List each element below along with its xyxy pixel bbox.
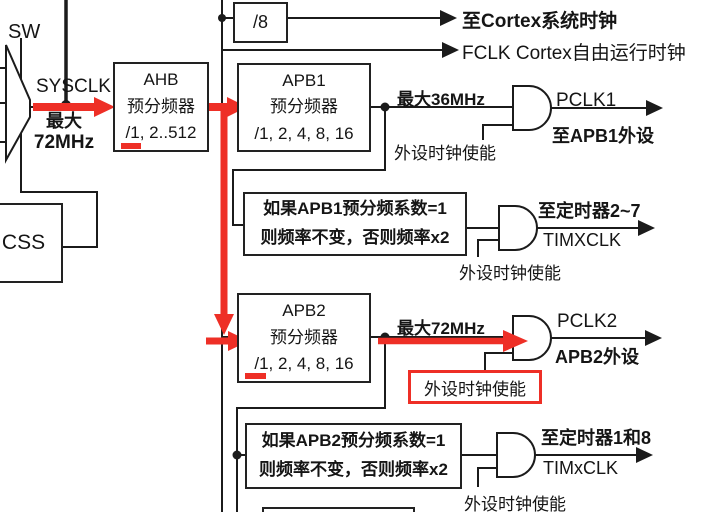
timxclk-upper-enable-line <box>477 239 499 257</box>
pclk2-enable-line <box>484 352 513 371</box>
apb1-note-box: 如果APB1预分频系数=1 则频率不变，否则频率x2 <box>243 192 467 256</box>
apb1-range: /1, 2, 4, 8, 16 <box>254 123 354 143</box>
red-underline-apb2-div1 <box>245 373 266 379</box>
pclk1-enable-line <box>482 124 513 140</box>
div8-label: /8 <box>252 11 268 32</box>
and-gate-timxclk-upper <box>498 205 538 251</box>
apb1-prescaler-box: APB1 预分频器 /1, 2, 4, 8, 16 <box>237 63 371 152</box>
clock-mux-shape <box>5 44 31 164</box>
red-arrow-sysclk-head <box>94 97 115 117</box>
pclk1-label: PCLK1 <box>556 90 617 111</box>
red-highlight-frame: 外设时钟使能 <box>408 370 542 404</box>
apb1-title: APB1 <box>282 70 326 90</box>
partial-bottom-box <box>262 507 415 512</box>
arrowhead-fclk <box>442 42 459 58</box>
ahb-range: /1, 2..512 <box>125 123 197 143</box>
sysclk-label: SYSCLK <box>36 76 111 97</box>
to-apb1-peripherals-label: 至APB1外设 <box>552 126 655 146</box>
css-label: CSS <box>1 230 46 254</box>
apb2-peripheral-enable-label: 外设时钟使能 <box>424 379 526 399</box>
ahb-title: AHB <box>143 70 179 90</box>
apb2-title: APB2 <box>282 301 326 321</box>
and-gates <box>496 85 552 478</box>
apb2-note-feed-line <box>236 337 386 512</box>
apb2-note-box: 如果APB2预分频系数=1 则频率不变，否则频率x2 <box>245 423 462 489</box>
ahb-prescaler-box: AHB 预分频器 /1, 2..512 <box>113 62 209 152</box>
red-annotation-arrows <box>33 97 528 352</box>
apb2-prescaler-box: APB2 预分频器 /1, 2, 4, 8, 16 <box>237 293 371 383</box>
to-timer-2-7-label: 至定时器2~7 <box>538 201 641 221</box>
apb1-max-label: 最大36MHz <box>397 90 485 109</box>
and-gate-timxclk-lower <box>496 432 536 478</box>
junction-dot <box>232 450 242 460</box>
and-gate-pclk2 <box>512 315 552 361</box>
arrowhead-cortex <box>440 10 457 26</box>
arrowhead-pclk2 <box>645 330 662 346</box>
max-72mhz-line2: 72MHz <box>33 131 95 153</box>
red-underline-ahb-div1 <box>121 143 141 149</box>
to-timer-1-8-label: 至定时器1和8 <box>541 428 652 448</box>
apb1-note-line1: 如果APB1预分频系数=1 <box>263 199 447 219</box>
connector-lines <box>0 0 648 512</box>
apb1-enable-label: 外设时钟使能 <box>394 144 496 163</box>
max-72mhz-label: 最大 72MHz <box>28 111 100 154</box>
timxclk-lower-label: TIMxCLK <box>543 458 619 478</box>
max-72mhz-line1: 最大 <box>46 111 82 131</box>
css-connector-line <box>20 133 98 248</box>
arrowhead-pclk1 <box>646 100 663 116</box>
junction-dot <box>380 102 390 112</box>
apb2-note-line1: 如果APB2预分频系数=1 <box>261 431 446 451</box>
timer-2-7-enable-label: 外设时钟使能 <box>459 264 561 283</box>
apb1-note-line2: 则频率不变，否则频率x2 <box>260 228 450 247</box>
pclk2-label: PCLK2 <box>557 311 618 332</box>
apb1-note-feed-line <box>232 107 386 226</box>
apb2-peripherals-label: APB2外设 <box>555 347 640 367</box>
apb2-subtitle: 预分频器 <box>270 327 338 347</box>
red-arrow-pclk2-head <box>503 330 528 352</box>
to-cortex-system-clock-label: 至Cortex系统时钟 <box>462 11 618 32</box>
timer-1-8-enable-label: 外设时钟使能 <box>464 495 566 512</box>
junction-dot <box>218 14 226 22</box>
sw-label: SW <box>8 21 41 43</box>
apb1-subtitle: 预分频器 <box>270 97 338 117</box>
apb2-range: /1, 2, 4, 8, 16 <box>254 354 354 374</box>
timxclk-lower-enable-line <box>477 467 497 487</box>
timxclk-upper-label: TIMXCLK <box>543 230 622 250</box>
arrowhead-timxclk-lower <box>636 447 653 463</box>
arrowhead-timxclk-upper <box>638 220 655 236</box>
red-arrow-down-head <box>214 314 234 335</box>
black-arrowheads <box>440 10 663 463</box>
apb2-max-label: 最大72MHz <box>397 319 485 338</box>
div8-box: /8 <box>233 2 288 43</box>
fclk-free-running-label: FCLK Cortex自由运行时钟 <box>462 43 686 64</box>
ahb-subtitle: 预分频器 <box>127 96 195 116</box>
css-box: CSS <box>0 203 63 283</box>
and-gate-pclk1 <box>512 85 552 131</box>
apb2-note-line2: 则频率不变，否则频率x2 <box>259 460 448 479</box>
